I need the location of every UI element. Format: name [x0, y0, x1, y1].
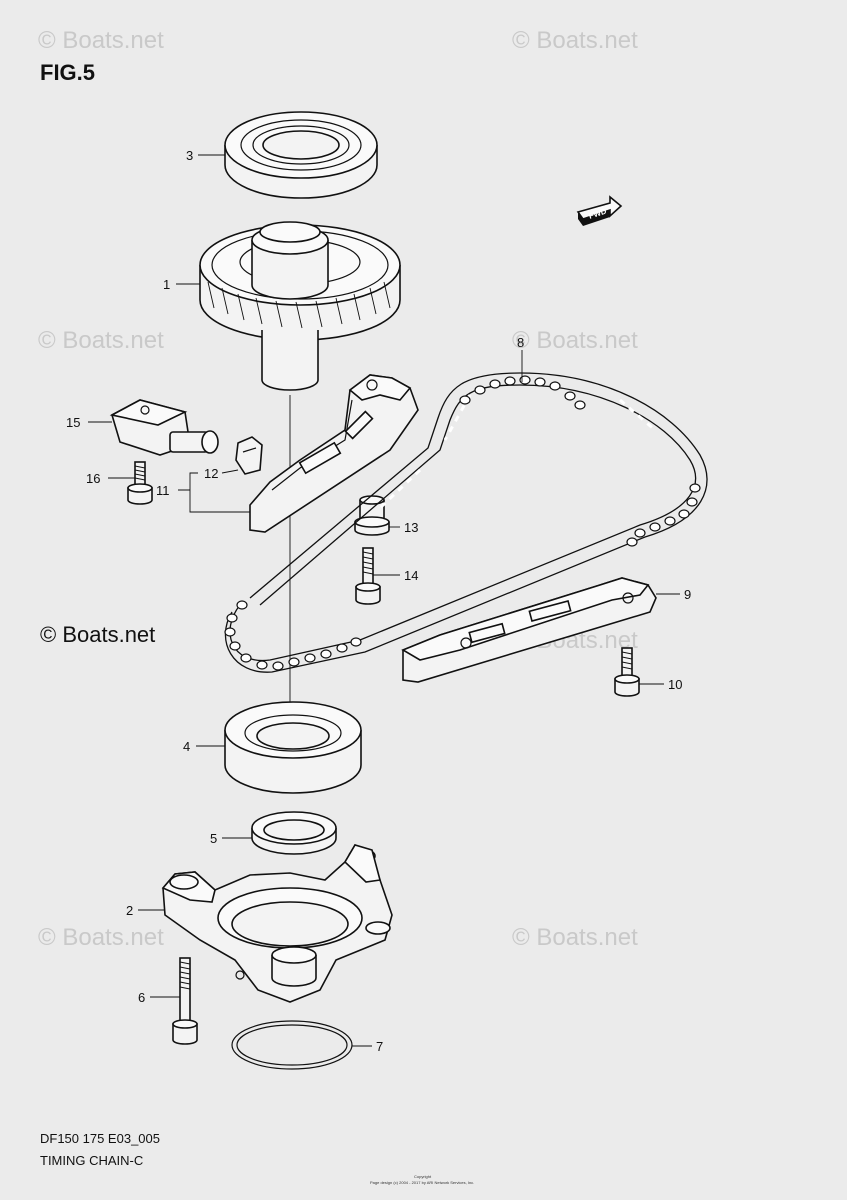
- callout-12: 12: [204, 466, 218, 481]
- callout-8: 8: [517, 335, 524, 350]
- part-16-bolt: [127, 461, 153, 505]
- part-5-oil-seal: [251, 811, 337, 855]
- part-6-bolt: [172, 957, 198, 1045]
- callout-4: 4: [183, 739, 190, 754]
- part-13-sleeve: [354, 495, 390, 536]
- chain-links-upper: [459, 375, 586, 410]
- watermark-low-left: © Boats.net: [38, 924, 164, 951]
- callout-3: 3: [186, 148, 193, 163]
- callout-14: 14: [404, 568, 418, 583]
- callout-7: 7: [376, 1039, 383, 1054]
- part-12-clip: [235, 436, 263, 475]
- chain-links-right: [626, 483, 701, 547]
- watermark-mid-left: © Boats.net: [38, 327, 164, 354]
- part-9-chain-guide: [401, 577, 657, 683]
- part-15-tensioner: [109, 399, 219, 456]
- fwd-arrow-icon: FWD: [576, 195, 623, 226]
- callout-2: 2: [126, 903, 133, 918]
- leader-lines: [88, 154, 680, 1047]
- part-8-timing-chain: [224, 372, 708, 673]
- part-4-bearing: [224, 701, 362, 794]
- watermark-mid-right: © Boats.net: [512, 327, 638, 354]
- figure-label: FIG.5: [40, 60, 95, 85]
- part-2-housing: [161, 843, 393, 1003]
- section-title: TIMING CHAIN-C: [40, 1153, 143, 1168]
- model-code: DF150 175 E03_005: [40, 1131, 160, 1146]
- part-10-bolt: [614, 647, 640, 697]
- callout-16: 16: [86, 471, 100, 486]
- copyright-line-1: Copyright: [414, 1174, 432, 1179]
- callout-10: 10: [668, 677, 682, 692]
- callout-9: 9: [684, 587, 691, 602]
- callout-1: 1: [163, 277, 170, 292]
- copyright-line-2: Page design (c) 2004 - 2017 by ARI Netwo…: [370, 1180, 474, 1185]
- callout-15: 15: [66, 415, 80, 430]
- watermark-top-left: © Boats.net: [38, 27, 164, 54]
- callout-11: 11: [156, 483, 170, 498]
- chain-links-lower: [224, 600, 362, 671]
- watermark-top-right: © Boats.net: [512, 27, 638, 54]
- part-3-bearing: [224, 111, 378, 199]
- callout-5: 5: [210, 831, 217, 846]
- callout-6: 6: [138, 990, 145, 1005]
- watermark-main: © Boats.net: [40, 622, 155, 647]
- part-11-chain-guide: [249, 374, 419, 533]
- part-1-gear: [199, 221, 401, 391]
- part-14-bolt: [355, 547, 381, 605]
- callout-13: 13: [404, 520, 418, 535]
- part-7-o-ring: [231, 1020, 353, 1070]
- watermark-low-right: © Boats.net: [512, 924, 638, 951]
